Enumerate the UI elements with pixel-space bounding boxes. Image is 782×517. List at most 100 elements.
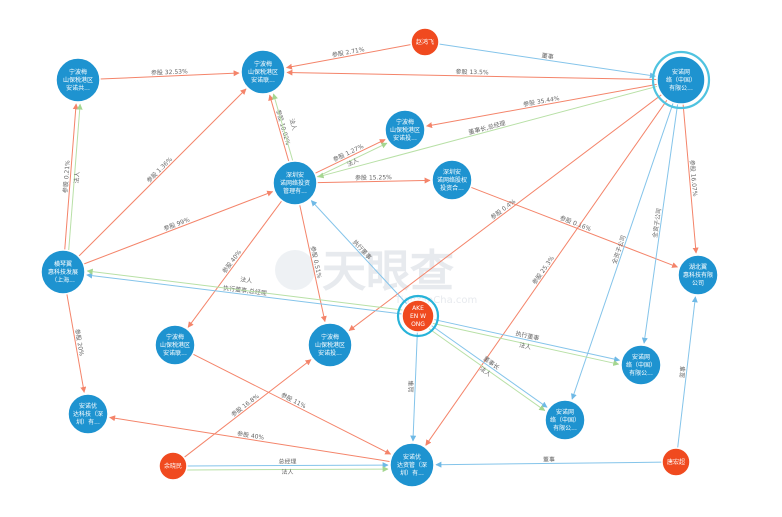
edge-invest[interactable]: 参股 20% <box>66 293 87 393</box>
edge-exec[interactable]: 董事 <box>435 455 663 468</box>
edge-label: 参股 2.71% <box>331 45 365 59</box>
edge-invest[interactable]: 参股 35.44% <box>426 83 658 129</box>
company-node[interactable]: 安诺网络（中国）有限公... <box>620 344 662 386</box>
person-node[interactable]: 余晓民 <box>158 451 188 481</box>
company-node[interactable]: 宁波梅山保税港区安诺联... <box>154 324 196 366</box>
edge-label: 监事 <box>678 366 687 379</box>
edge-invest[interactable]: 参股 10.02% <box>268 94 292 162</box>
edge-legal[interactable]: 法人 <box>428 328 546 411</box>
edge-invest[interactable]: 参股 25.3% <box>425 99 668 446</box>
node-label-line: 安诺优 <box>403 453 421 461</box>
node-label-line: 赵鸿飞 <box>416 38 434 46</box>
edge-invest[interactable]: 参股 11% <box>192 353 392 455</box>
edge-invest[interactable]: 参股 2.71% <box>286 44 412 70</box>
edge-invest[interactable]: 参股 0.16% <box>470 186 679 268</box>
edge-label: 法人 <box>518 341 531 351</box>
edge-invest[interactable]: 参股 99% <box>83 190 274 265</box>
node-circle <box>544 399 586 441</box>
edge-line <box>641 103 679 344</box>
edge-line <box>470 186 679 268</box>
edge-invest[interactable]: 参股 40% <box>109 415 391 463</box>
edge-invest[interactable]: 参股 16.07% <box>682 103 699 254</box>
edge-line <box>272 93 294 161</box>
node-label-line: 安诺网 <box>556 408 574 416</box>
node-label-line: 深圳安 <box>443 168 461 176</box>
company-node[interactable]: 深圳安诺网络投资管理有... <box>272 160 318 206</box>
node-label-line: 安诺投... <box>393 134 417 142</box>
edge-invest[interactable]: 参股 13.5% <box>286 68 658 81</box>
node-label-line: 安诺优 <box>79 402 97 410</box>
edge-invest[interactable]: 参股 1.36% <box>78 88 247 257</box>
edge-invest[interactable]: 参股 32.53% <box>99 67 240 80</box>
company-node[interactable]: 安诺网络（中国）有限公... <box>544 399 586 441</box>
edge-line <box>677 296 698 449</box>
edge-invest[interactable]: 参股 15.25% <box>316 173 431 184</box>
node-label-line: 有限公... <box>553 424 577 432</box>
node-label-line: AKE <box>412 305 424 312</box>
edge-line <box>83 190 274 265</box>
node-circle <box>384 109 426 151</box>
edge-line <box>428 328 546 411</box>
company-node[interactable]: 安诺优达科技（深圳）有... <box>67 393 109 435</box>
node-circle <box>307 322 353 368</box>
node-highlight-ring <box>396 294 440 338</box>
company-node[interactable]: 宁波梅山保税港区安诺联... <box>240 49 286 95</box>
edge-line <box>314 139 386 174</box>
company-node[interactable]: 横琴翼惠科技发展（上海... <box>40 249 86 295</box>
node-label-line: 安诺投... <box>318 349 342 357</box>
company-node[interactable]: 宁波梅山保税港区安诺共... <box>55 57 101 103</box>
edge-legal[interactable]: 法人 <box>86 268 403 311</box>
node-label-line: 山保税港区 <box>248 68 278 76</box>
node-label-line: 宁波梅 <box>69 68 87 76</box>
edge-label: 法人 <box>240 275 253 284</box>
edge-line <box>682 103 699 254</box>
edge-invest[interactable]: 参股 40% <box>187 200 283 328</box>
edge-invest[interactable]: 参股 16.8% <box>183 359 312 458</box>
edge-label: 参股 16.07% <box>688 159 699 197</box>
edge-exec[interactable]: 执行董事 <box>433 318 621 363</box>
edge-line <box>186 462 389 469</box>
person-node[interactable]: 唐宏超 <box>661 447 691 477</box>
edge-exec[interactable]: 监事 <box>407 331 418 442</box>
edge-invest[interactable]: 参股 0.21% <box>61 103 79 251</box>
watermark-sub: TianYanCha.com <box>394 295 477 306</box>
edge-label: 参股 40% <box>220 248 243 275</box>
edge-legal[interactable]: 法人 <box>187 466 389 476</box>
edge-legal[interactable]: 董事长,总经理 <box>317 85 658 179</box>
node-label-line: 深圳安 <box>286 171 304 179</box>
node-highlight-ring <box>651 50 711 110</box>
node-label-line: 宁波梅 <box>321 333 339 341</box>
edge-legal[interactable]: 法人 <box>68 103 83 251</box>
company-node[interactable]: 宁波梅山保税港区安诺投... <box>307 322 353 368</box>
edge-label: 参股 16.8% <box>230 392 261 419</box>
edge-exec[interactable]: 董事 <box>438 43 656 79</box>
company-node[interactable]: 安诺网络（中国）有限公... <box>651 50 711 110</box>
company-node[interactable]: 深圳安诺网络股权投资合... <box>431 159 473 201</box>
node-label-line: 宁波梅 <box>166 333 184 341</box>
edge-line <box>317 85 658 179</box>
node-circle <box>389 442 435 488</box>
edge-line <box>86 272 403 315</box>
edge-line <box>183 359 312 458</box>
edge-exec[interactable]: 总经理 <box>186 457 389 469</box>
edge-line <box>268 94 290 162</box>
edge-line <box>410 331 418 442</box>
company-node[interactable]: 安诺优达资管（深圳）有... <box>389 442 435 488</box>
company-node[interactable]: 宁波梅山保税港区安诺投... <box>384 109 426 151</box>
node-label-line: 安诺联... <box>251 76 275 84</box>
person-node[interactable]: 赵鸿飞 <box>410 27 440 57</box>
edge-legal[interactable]: 法人 <box>432 322 620 366</box>
edge-legal[interactable]: 法人 <box>272 93 299 161</box>
edge-line <box>438 43 656 79</box>
edge-line <box>430 324 548 408</box>
edge-line <box>86 268 403 311</box>
edge-line <box>425 99 668 446</box>
edge-label: 董事 <box>541 51 554 61</box>
edge-exec[interactable]: 监事 <box>677 296 698 449</box>
node-label-line: （上海... <box>51 276 75 284</box>
node-label-line: 山保税港区 <box>315 341 345 349</box>
